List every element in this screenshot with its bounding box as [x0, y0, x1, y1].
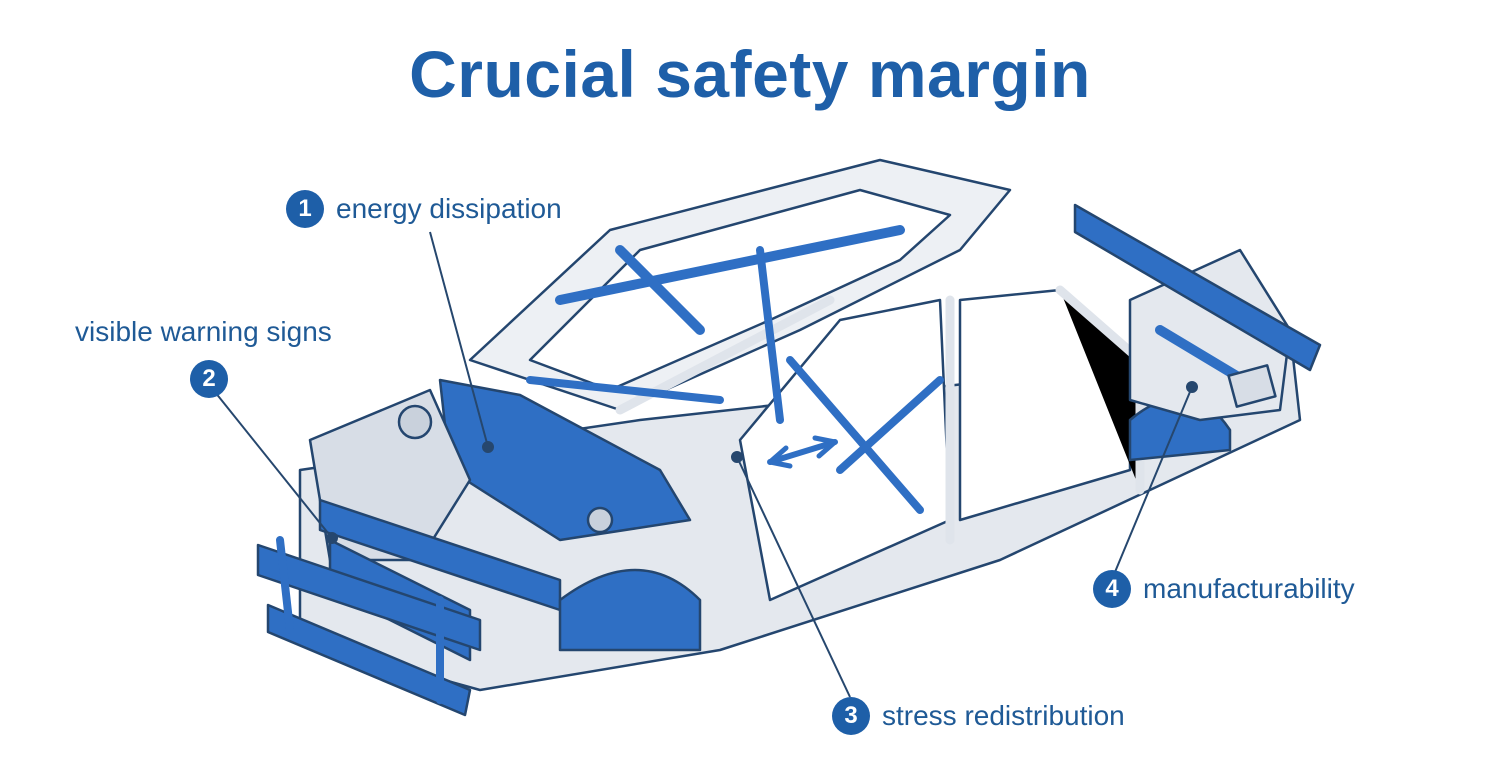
callout-label: energy dissipation [336, 193, 562, 224]
roof-cross-member [555, 225, 905, 305]
roof-cross-member-2 [615, 245, 705, 335]
front-wheel-arch [558, 568, 702, 652]
double-arrow-icon [767, 439, 838, 465]
front-bumper-beam-2 [266, 603, 472, 717]
callout-manufacturability: 4 manufacturability [1093, 570, 1355, 608]
cage-bar [756, 246, 784, 424]
front-bumper-beam [256, 543, 482, 652]
strut-tower [397, 404, 433, 440]
crash-box [276, 536, 294, 634]
leader-line-2 [214, 391, 333, 539]
callout-number-badge: 1 [286, 190, 324, 228]
tail-light-recess [1227, 364, 1277, 408]
callout-number-badge: 4 [1093, 570, 1131, 608]
leader-line-3 [736, 456, 851, 698]
callout-energy-dissipation: 1 energy dissipation [286, 190, 562, 228]
callout-number-badge: 2 [190, 360, 228, 398]
callout-number-badge: 3 [832, 697, 870, 735]
rear-bumper-beam [1073, 203, 1322, 372]
callout-stress-redistribution: 3 stress redistribution [832, 697, 1125, 735]
cage-bar [526, 376, 724, 404]
cage-bar [836, 376, 944, 474]
callout-label: stress redistribution [882, 700, 1125, 731]
leader-line-1 [429, 231, 489, 448]
page-title: Crucial safety margin [409, 37, 1091, 111]
callout-label: manufacturability [1143, 573, 1355, 604]
front-door-opening [738, 298, 952, 602]
cage-bar [786, 356, 924, 514]
leader-line-4 [1114, 386, 1193, 573]
strut-tower-2 [586, 506, 614, 534]
callout-label: visible warning signs [75, 316, 332, 347]
